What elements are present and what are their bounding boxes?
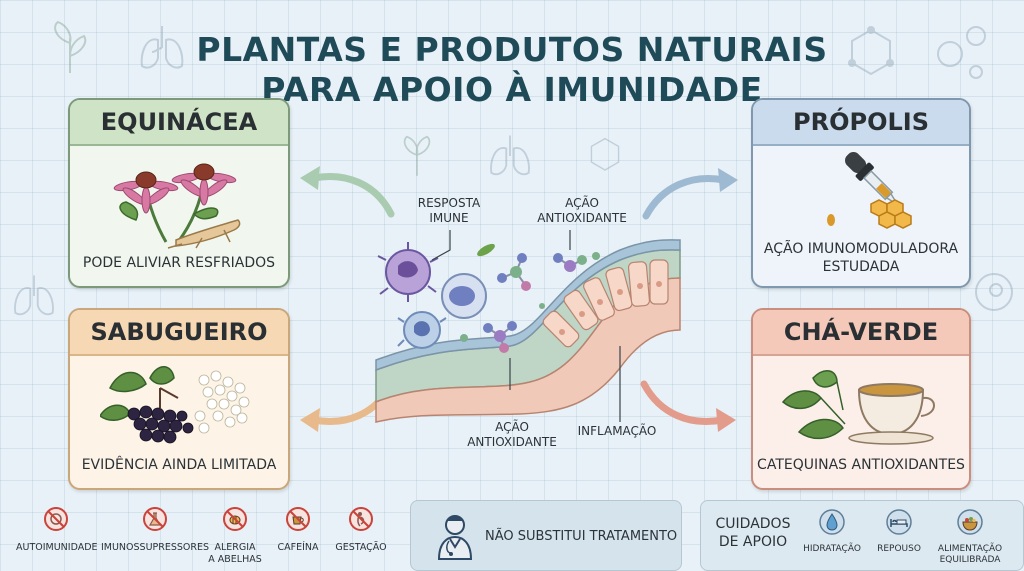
caption-line-1: AÇÃO IMUNOMODULADORA	[763, 241, 959, 257]
warning-label: ALERGIA	[214, 542, 256, 553]
label-acao-antioxidante-top: AÇÃO ANTIOXIDANTE	[530, 196, 634, 226]
bed-icon	[886, 509, 912, 535]
warning-label: GESTAÇÃO	[335, 542, 387, 553]
arrow-to-chaverde	[640, 380, 736, 432]
label-line-2: IMUNE	[429, 211, 469, 225]
warning-label-2: A ABELHAS	[208, 554, 262, 565]
lungs-decoration-icon	[490, 135, 530, 176]
flask-prohibited-icon	[143, 507, 167, 531]
warnings-row: AUTOIMUNIDADE IMUNOSSUPRESSORES ALERGIA …	[0, 498, 402, 571]
label-acao-antioxidante-bottom: AÇÃO ANTIOXIDANTE	[460, 420, 564, 450]
tea-cup-icon	[781, 370, 935, 445]
card-caption: EVIDÊNCIA AINDA LIMITADA	[81, 457, 277, 473]
card-caption: AÇÃO IMUNOMODULADORA ESTUDADA	[753, 240, 969, 276]
warning-label: AUTOIMUNIDADE	[16, 542, 98, 553]
care-label: ALIMENTAÇÃO	[937, 544, 1003, 554]
card-caption: PODE ALIVIAR RESFRIADOS	[82, 255, 276, 271]
virus-decoration-icon	[937, 26, 986, 79]
dropper-honeycomb-icon	[827, 152, 912, 229]
pregnancy-prohibited-icon	[349, 507, 373, 531]
card-sabugueiro: SABUGUEIRO EVIDÊNCIA AINDA LIMITADA	[68, 308, 290, 490]
warning-label: CAFEÍNA	[277, 542, 319, 553]
warning-item: CAFEÍNA	[268, 506, 328, 554]
care-title: CUIDADOS DE APOIO	[715, 515, 791, 551]
label-line-2: ANTIOXIDANTE	[537, 211, 627, 225]
caption-line-2: ESTUDADA	[822, 259, 900, 275]
water-drop-icon	[819, 509, 845, 535]
care-title-line-2: DE APOIO	[718, 534, 788, 550]
warning-item: ALERGIA A ABELHAS	[200, 506, 270, 566]
autoimmunity-prohibited-icon	[44, 507, 68, 531]
warning-item: IMUNOSSUPRESSORES	[100, 506, 210, 554]
label-inflamacao: INFLAMAÇÃO	[577, 424, 657, 438]
care-box: CUIDADOS DE APOIO HIDRATAÇÃO REPOUSO ALI…	[700, 500, 1024, 571]
leaf-decoration-icon	[403, 135, 431, 176]
label-line-1: AÇÃO	[565, 196, 599, 210]
card-equinacea: EQUINÁCEA PODE ALIVIAR	[68, 98, 290, 288]
care-label: REPOUSO	[877, 544, 921, 554]
elderberry-icon	[100, 366, 250, 444]
card-propolis: PRÓPOLIS AÇÃO IMUNOMODULADORA ESTUDADA	[751, 98, 971, 288]
coffee-prohibited-icon	[286, 507, 310, 531]
warning-label: IMUNOSSUPRESSORES	[100, 542, 210, 553]
warning-item: AUTOIMUNIDADE	[16, 506, 98, 554]
lungs-decoration-icon	[140, 26, 184, 69]
immune-tissue-diagram	[375, 230, 681, 423]
card-title: CHÁ-VERDE	[753, 310, 969, 356]
title-line-2: PARA APOIO À IMUNIDADE	[261, 70, 763, 109]
food-bowl-icon	[957, 509, 983, 535]
care-label-2: EQUILIBRADA	[939, 555, 1001, 565]
lungs-decoration-icon	[14, 275, 54, 316]
arrow-to-equinacea	[300, 166, 395, 218]
card-chaverde: CHÁ-VERDE CATEQUINAS ANTIOXIDANTES	[751, 308, 971, 490]
warning-item: GESTAÇÃO	[328, 506, 394, 554]
cell-decoration-icon	[975, 273, 1013, 311]
care-label: HIDRATAÇÃO	[803, 544, 861, 554]
page-title: PLANTAS E PRODUTOS NATURAIS PARA APOIO À…	[0, 30, 1024, 110]
molecule-decoration-icon	[848, 26, 894, 76]
care-item: HIDRATAÇÃO	[797, 509, 867, 555]
molecule-decoration-icon	[590, 137, 620, 171]
card-caption: CATEQUINAS ANTIOXIDANTES	[757, 457, 965, 473]
doctor-icon	[437, 515, 473, 560]
card-title: EQUINÁCEA	[70, 100, 288, 146]
label-line-2: ANTIOXIDANTE	[467, 435, 557, 449]
card-title: PRÓPOLIS	[753, 100, 969, 146]
arrow-to-propolis	[642, 168, 738, 220]
label-line-1: RESPOSTA	[417, 196, 481, 210]
card-title: SABUGUEIRO	[70, 310, 288, 356]
bee-prohibited-icon	[223, 507, 247, 531]
care-item: REPOUSO	[869, 509, 929, 555]
leaf-decoration-icon	[54, 20, 87, 73]
echinacea-flower-icon	[113, 163, 241, 249]
label-line-1: AÇÃO	[495, 420, 529, 434]
care-item: ALIMENTAÇÃO EQUILIBRADA	[927, 509, 1013, 566]
no-substitute-text: NÃO SUBSTITUI TRATAMENTO	[485, 529, 678, 544]
label-resposta-imune: RESPOSTA IMUNE	[416, 196, 482, 226]
no-substitute-box: NÃO SUBSTITUI TRATAMENTO	[410, 500, 682, 571]
title-line-1: PLANTAS E PRODUTOS NATURAIS	[196, 30, 828, 69]
care-title-line-1: CUIDADOS	[715, 516, 791, 532]
